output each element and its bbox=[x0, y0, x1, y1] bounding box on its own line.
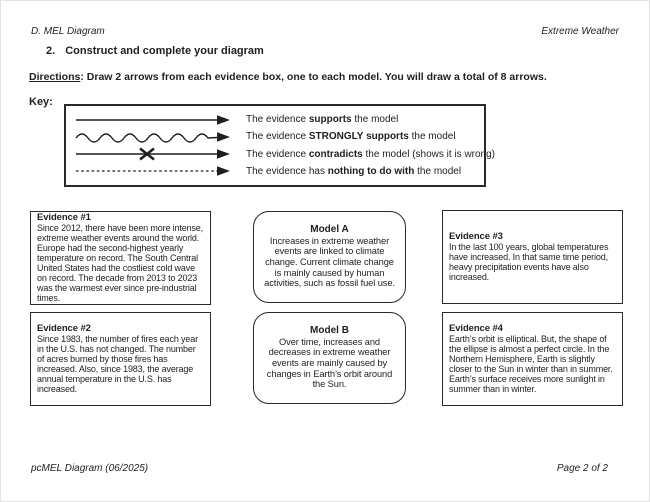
evidence-3-box: Evidence #3 In the last 100 years, globa… bbox=[442, 210, 623, 304]
directions-text: : Draw 2 arrows from each evidence box, … bbox=[80, 71, 547, 83]
model-a-title: Model A bbox=[310, 224, 349, 236]
contradicts-arrow-icon bbox=[75, 146, 233, 162]
evidence-2-box: Evidence #2 Since 1983, the number of fi… bbox=[30, 312, 211, 406]
key-row-strongly-supports-label: The evidence STRONGLY supports the model bbox=[246, 131, 456, 143]
evidence-4-text: Earth’s orbit is elliptical. But, the sh… bbox=[449, 334, 613, 394]
evidence-2-text: Since 1983, the number of fires each yea… bbox=[37, 334, 198, 394]
model-b-title: Model B bbox=[310, 325, 349, 337]
key-label: Key: bbox=[29, 96, 53, 108]
key-row-contradicts: The evidence contradicts the model (show… bbox=[66, 146, 495, 162]
evidence-2-title: Evidence #2 bbox=[37, 323, 91, 334]
model-b-box: Model B Over time, increases and decreas… bbox=[253, 312, 406, 404]
model-a-text: Increases in extreme weather events are … bbox=[264, 235, 395, 289]
model-b-text: Over time, increases and decreases in ex… bbox=[266, 336, 393, 390]
evidence-1-title: Evidence #1 bbox=[37, 212, 91, 223]
evidence-4-box: Evidence #4 Earth’s orbit is elliptical.… bbox=[442, 312, 623, 406]
solid-arrow-icon bbox=[75, 112, 233, 128]
running-header: D. MEL Diagram Extreme Weather bbox=[31, 26, 619, 37]
evidence-4-title: Evidence #4 bbox=[449, 323, 503, 334]
section-heading: 2. Construct and complete your diagram bbox=[46, 45, 264, 57]
evidence-1-text: Since 2012, there have been more intense… bbox=[37, 223, 203, 303]
section-title: Construct and complete your diagram bbox=[65, 45, 264, 57]
key-row-contradicts-label: The evidence contradicts the model (show… bbox=[246, 148, 496, 160]
key-row-nothing: The evidence has nothing to do with the … bbox=[66, 163, 484, 179]
evidence-3-title: Evidence #3 bbox=[449, 231, 503, 242]
key-row-nothing-label: The evidence has nothing to do with the … bbox=[246, 165, 462, 177]
footer-page-number: Page 2 of 2 bbox=[556, 463, 608, 474]
key-box: The evidence supports the model The evid… bbox=[64, 104, 495, 187]
directions-label: Directions bbox=[29, 71, 81, 83]
doc-title: D. MEL Diagram bbox=[31, 26, 105, 37]
key-row-strongly-supports: The evidence STRONGLY supports the model bbox=[66, 129, 484, 145]
key-row-supports-label: The evidence supports the model bbox=[246, 114, 399, 126]
wavy-arrow-icon bbox=[75, 129, 233, 145]
doc-topic: Extreme Weather bbox=[541, 26, 619, 37]
dashed-arrow-icon bbox=[75, 163, 233, 179]
directions-line: Directions: Draw 2 arrows from each evid… bbox=[29, 71, 547, 83]
footer-doc-name: pcMEL Diagram (06/2025) bbox=[31, 463, 149, 474]
evidence-1-box: Evidence #1 Since 2012, there have been … bbox=[30, 211, 211, 305]
section-number: 2. bbox=[46, 45, 56, 57]
evidence-3-text: In the last 100 years, global temperatur… bbox=[449, 242, 609, 282]
key-row-supports: The evidence supports the model bbox=[66, 112, 484, 128]
model-a-box: Model A Increases in extreme weather eve… bbox=[253, 211, 406, 303]
